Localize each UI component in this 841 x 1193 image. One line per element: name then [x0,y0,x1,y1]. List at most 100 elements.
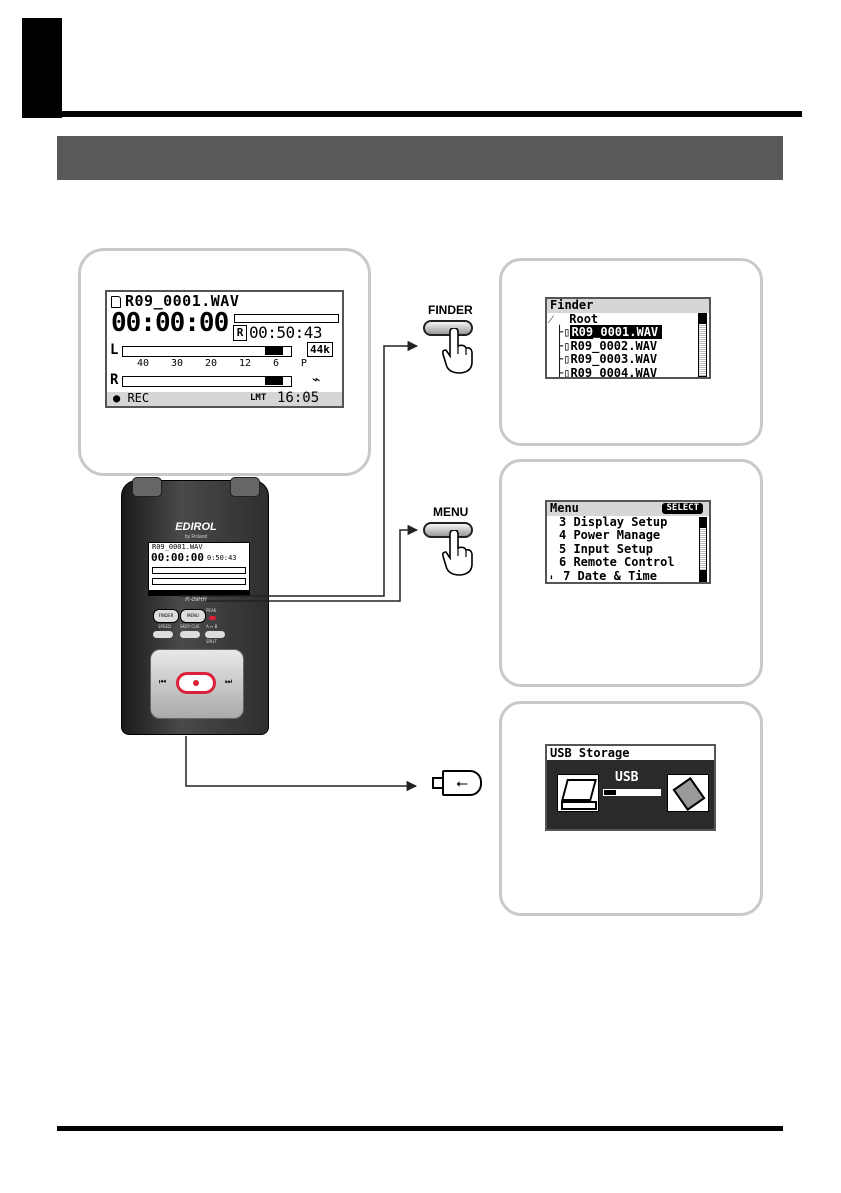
mic-right [230,477,260,497]
usb-progress-bar [603,789,661,796]
device-sub-brand: by Roland [184,534,208,540]
clock: 16:05 [277,390,320,406]
finder-scrollbar[interactable] [698,313,707,377]
menu-scroll-thumb-top[interactable] [700,518,706,528]
usb-plug-tip [432,777,442,789]
tree-branch-icon: ├▯ [556,352,571,366]
menu-title-row: Menu SELECT [547,502,709,516]
tree-branch-icon: ├▯ [556,365,571,379]
scale-tick: 30 [170,358,184,369]
sample-rate: 44k [307,342,333,357]
menu-item[interactable]: 6 Remote Control [559,555,675,569]
lcd-filename: R09_0001.WAV [125,292,240,310]
device-lcd-counter: 00:00:00 [151,551,204,564]
menu-lcd: Menu SELECT 3 Display Setup 4 Power Mana… [545,500,711,584]
finder-button-label: FINDER [428,303,473,317]
tree-branch-icon: ├▯ [556,325,571,339]
meter-left-peak [265,346,283,355]
level-bar-top [234,314,339,323]
record-button[interactable] [176,672,216,694]
menu-item-row: ⬍ 7 Date & Time [547,568,709,583]
finder-connector [178,340,419,597]
usb-lcd: USB Storage USB [545,744,716,831]
menu-connector [206,524,419,602]
device-peak-label: PEAK [206,608,217,613]
channel-left-label: L [110,342,119,358]
finder-file-name: R09_0001.WAV [570,325,663,339]
mic-left [132,477,162,497]
menu-button-label: MENU [433,505,469,519]
chapter-tab [22,18,62,118]
remaining-time: 00:50:43 [249,323,323,342]
scroll-updown-icon: ⬍ [549,572,554,582]
meter-right [122,376,292,387]
peak-led [209,616,216,620]
finder-file-item[interactable]: ├▯R09_0002.WAV [547,338,709,354]
scale-tick: 20 [204,358,218,369]
menu-title: Menu [550,501,579,515]
usb-plug-icon: ⭠ [432,770,484,796]
menu-item[interactable]: 3 Display Setup [559,514,668,529]
device-lcd-filename: R09_0001.WAV [152,543,203,551]
usb-label: USB [615,770,639,785]
header-rule [22,111,802,117]
ac-power-icon: ⌁ [312,372,321,388]
device-lcd-status [149,590,249,595]
section-bar [57,136,783,180]
meter-left [122,346,292,357]
record-dot-icon [193,680,199,686]
scale-tick: 12 [238,358,251,369]
finder-root: ⁄ Root [547,311,709,327]
device-split-label: SPLIT [206,639,217,644]
usb-connector [185,736,418,792]
main-lcd: R09_0001.WAV 00:00:00 R 00:50:43 L 44k 4… [105,290,344,408]
finder-file-name: R09_0004.WAV [570,365,658,379]
finger-press-icon [442,328,473,374]
device-lcd: R09_0001.WAV 00:00:00 0:50:43 [148,542,250,596]
device-lcd-remaining: 0:50:43 [207,554,237,562]
transport-pad[interactable]: ⏮ ⏭ [150,649,244,719]
device-lcd-meter [152,578,246,585]
scale-tick: P [300,358,307,369]
menu-item[interactable]: 4 Power Manage [559,528,661,542]
footer-rule [57,1126,783,1131]
rec-status: ● REC [113,391,150,405]
recorder-device: EDIROL by Roland R09_0001.WAV 00:00:00 0… [121,477,269,735]
finder-scroll-thumb[interactable] [699,314,706,324]
recorder-icon [667,774,709,812]
recorder-shape [672,777,706,811]
device-brand: EDIROL [175,521,217,533]
finder-file-name: R09_0002.WAV [570,338,658,353]
menu-item[interactable]: 5 Input Setup [559,541,653,556]
menu-item[interactable]: 7 Date & Time [563,568,657,583]
device-ab-label: A ↔ B [206,624,218,629]
finder-button[interactable] [423,320,473,336]
device-lcd-meter [152,567,246,574]
menu-scrollbar[interactable] [699,517,707,582]
meter-scale: 40 30 20 12 6 P [137,358,307,369]
meter-right-peak [265,376,283,385]
limiter-indicator: LMT [250,393,267,403]
finder-title: Finder [547,299,709,313]
device-speed-button[interactable] [153,631,173,638]
menu-scroll-thumb-bottom[interactable] [700,570,706,582]
usb-plug-body: ⭠ [442,770,482,796]
device-finder-button[interactable]: FINDER [153,609,179,623]
computer-icon [557,774,599,812]
computer-screen-shape [561,779,597,801]
lcd-counter: 00:00:00 [111,308,229,338]
finder-file-item[interactable]: ├▯R09_0004.WAV [547,365,709,379]
device-menu-button[interactable]: MENU [180,609,206,623]
finder-file-item[interactable]: ├▯R09_0001.WAV [547,325,709,340]
lcd-status-row [107,392,342,406]
device-ab-button[interactable] [205,631,225,638]
menu-button[interactable] [423,522,473,538]
finder-file-item[interactable]: ├▯R09_0003.WAV [547,352,709,367]
finder-lcd: Finder ⁄ Root ├▯R09_0001.WAV ├▯R09_0002.… [545,297,711,379]
device-cue-button[interactable] [180,631,200,638]
scale-tick: 40 [137,358,150,369]
finder-root-label: Root [569,311,599,326]
sd-card-icon [111,296,121,308]
device-finder-label: FINDER [158,613,174,618]
